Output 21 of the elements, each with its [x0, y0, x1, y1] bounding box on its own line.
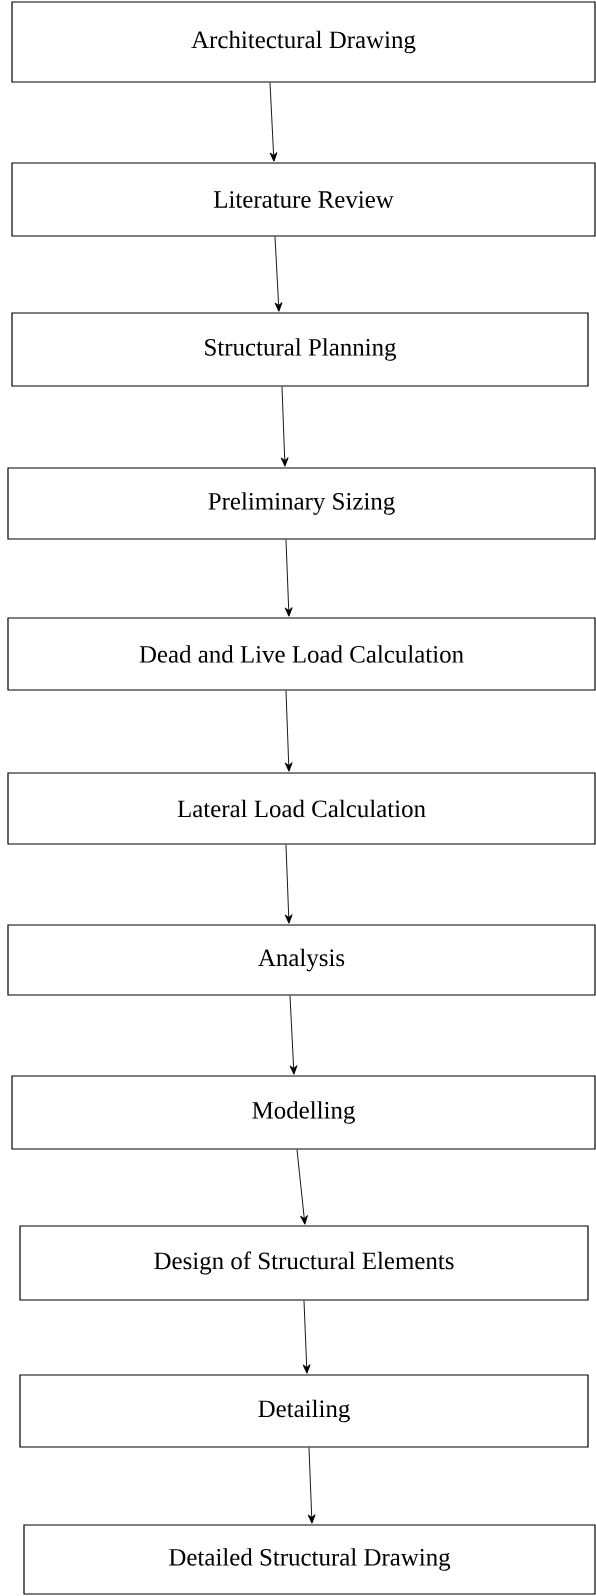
arrow [280, 386, 289, 467]
process-box: Detailed Structural Drawing [23, 1524, 596, 1595]
process-box: Architectural Drawing [11, 1, 596, 83]
process-box: Lateral Load Calculation [7, 772, 596, 845]
process-box: Analysis [7, 924, 596, 996]
arrow [296, 1149, 308, 1225]
arrow [274, 236, 283, 312]
process-box: Literature Review [11, 162, 596, 237]
arrow [289, 995, 298, 1075]
process-box: Design of Structural Elements [19, 1225, 589, 1301]
arrow [307, 1447, 316, 1524]
process-box: Modelling [11, 1075, 596, 1150]
process-box: Preliminary Sizing [7, 467, 596, 540]
arrow [269, 82, 278, 162]
process-box: Structural Planning [11, 312, 589, 387]
arrow [302, 1300, 311, 1374]
arrow [284, 844, 293, 924]
arrow [284, 690, 293, 772]
process-box: Detailing [19, 1374, 589, 1448]
process-box: Dead and Live Load Calculation [7, 617, 596, 691]
arrow [284, 539, 293, 617]
